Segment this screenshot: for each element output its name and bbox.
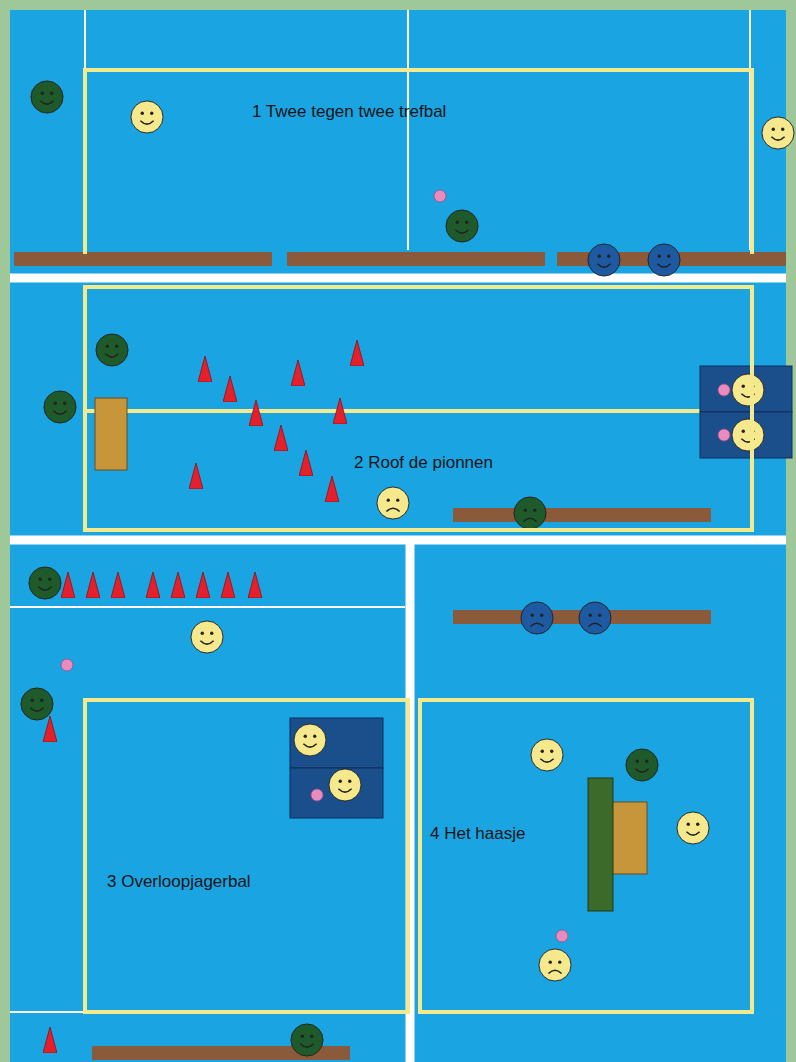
game-area: 2 Roof de pionnen xyxy=(83,285,754,532)
game-label: 2 Roof de pionnen xyxy=(354,453,493,473)
game-area: 1 Twee tegen twee trefbal xyxy=(83,68,754,254)
game-area: 3 Overloopjagerbal xyxy=(83,698,410,1014)
game-label: 4 Het haasje xyxy=(430,824,525,844)
game-label: 3 Overloopjagerbal xyxy=(107,872,251,892)
game-area: 4 Het haasje xyxy=(418,698,754,1014)
game-label: 1 Twee tegen twee trefbal xyxy=(252,102,446,122)
